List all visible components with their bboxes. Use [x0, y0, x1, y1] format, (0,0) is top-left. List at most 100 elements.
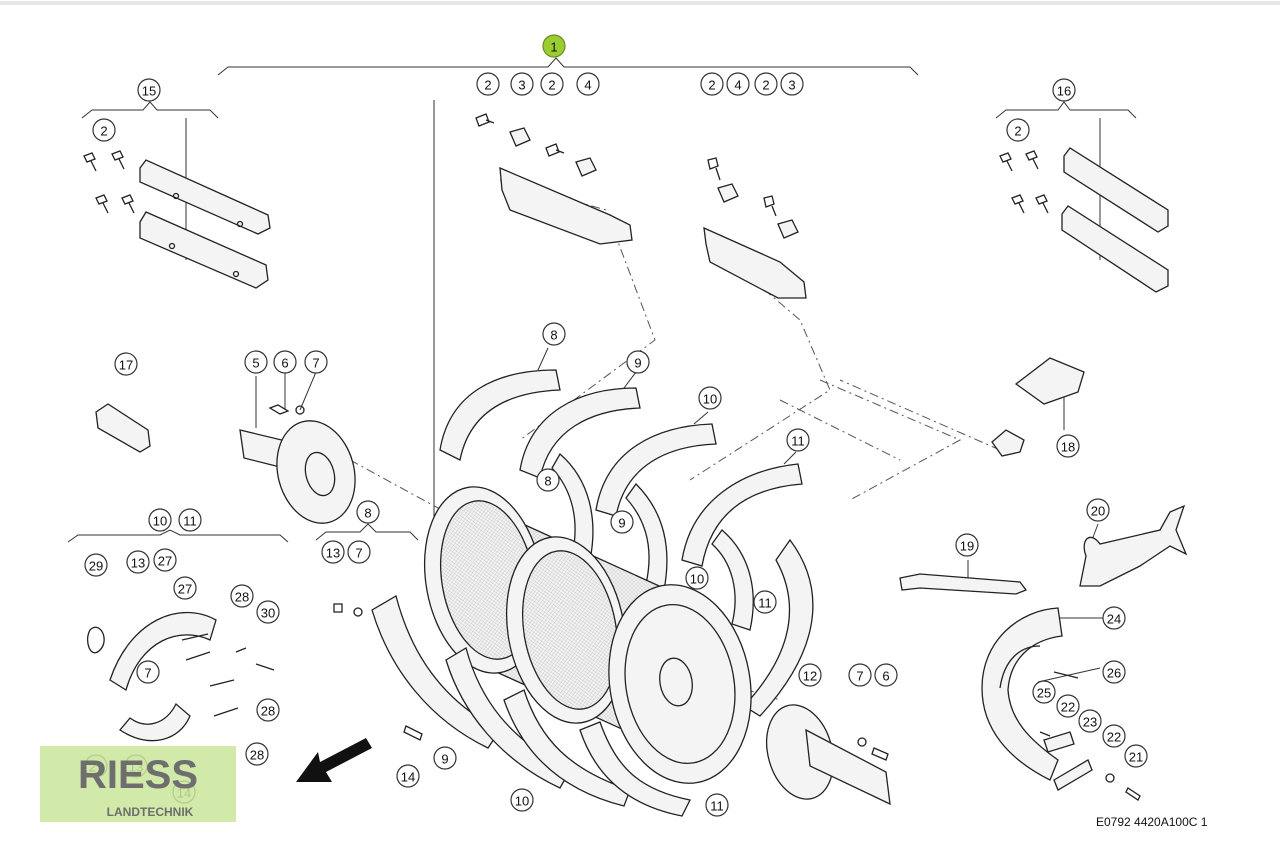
callout-24: 24	[1102, 606, 1126, 630]
callout-label: 1	[550, 40, 557, 55]
callout-label: 10	[153, 514, 167, 529]
callout-label: 11	[710, 799, 724, 814]
callout-label: 8	[544, 474, 551, 489]
callout-9: 9	[433, 746, 457, 770]
reference-code: E0792 4420A100C 1	[1096, 815, 1208, 829]
guide-plates-15	[139, 159, 271, 289]
callout-label: 12	[803, 669, 817, 684]
callout-11: 11	[786, 428, 810, 452]
callout-7: 7	[304, 350, 328, 374]
fasteners-21-28	[1039, 671, 1141, 801]
callout-label: 16	[1057, 84, 1071, 99]
callout-28: 28	[256, 698, 280, 722]
callout-17: 17	[114, 352, 138, 376]
callout-4: 4	[726, 72, 750, 96]
callout-10: 10	[698, 386, 722, 410]
callout-10: 10	[510, 788, 534, 812]
callout-label: 6	[882, 669, 889, 684]
callout-label: 4	[734, 78, 741, 93]
callout-label: 5	[252, 356, 259, 371]
callout-2: 2	[92, 118, 116, 142]
callout-label: 4	[584, 78, 591, 93]
callout-9: 9	[626, 350, 650, 374]
callout-14: 14	[396, 764, 420, 788]
callout-8: 8	[536, 468, 560, 492]
bracket-assembly-1	[217, 57, 919, 76]
callout-3: 3	[780, 72, 804, 96]
callout-label: 22	[1061, 700, 1075, 715]
callout-22: 22	[1056, 694, 1080, 718]
callout-label: 29	[89, 559, 103, 574]
callout-10: 10	[148, 508, 172, 532]
callout-label: 9	[441, 752, 448, 767]
callout-19: 19	[955, 533, 979, 557]
callout-2: 2	[754, 72, 778, 96]
sprocket-detail-left	[86, 611, 275, 742]
tool-19	[899, 573, 1028, 595]
callout-11: 11	[705, 793, 729, 817]
callout-label: 9	[634, 356, 641, 371]
callout-label: 23	[1083, 715, 1097, 730]
callout-15: 15	[137, 78, 161, 102]
callout-10: 10	[685, 566, 709, 590]
callout-label: 2	[484, 78, 491, 93]
callout-label: 15	[142, 84, 156, 99]
callout-6: 6	[273, 350, 297, 374]
callout-7: 7	[347, 540, 371, 564]
callout-label: 10	[703, 392, 717, 407]
callout-label: 28	[250, 748, 264, 763]
bracket-8	[315, 523, 419, 541]
callout-7: 7	[136, 660, 160, 684]
callout-label: 8	[550, 328, 557, 343]
callout-label: 30	[261, 606, 275, 621]
callout-20: 20	[1086, 498, 1110, 522]
callout-26: 26	[1102, 660, 1126, 684]
callout-28: 28	[230, 584, 254, 608]
callout-2: 2	[1006, 118, 1030, 142]
callout-label: 10	[690, 572, 704, 587]
callout-label: 25	[1037, 686, 1051, 701]
drum-assembly	[423, 486, 752, 784]
callout-label: 26	[1107, 666, 1121, 681]
callout-9: 9	[610, 510, 634, 534]
callout-13: 13	[126, 550, 150, 574]
callout-11: 11	[178, 508, 202, 532]
callout-2: 2	[540, 72, 564, 96]
stub-axle-right	[766, 704, 891, 806]
callout-label: 3	[518, 78, 525, 93]
callout-label: 18	[1061, 440, 1075, 455]
callout-22: 22	[1102, 724, 1126, 748]
callout-8: 8	[542, 322, 566, 346]
callout-label: 17	[119, 358, 133, 373]
riess-logo: RIESS LANDTECHNIK	[40, 746, 236, 822]
callout-6: 6	[874, 663, 898, 687]
callout-4: 4	[576, 72, 600, 96]
callout-label: 2	[100, 124, 107, 139]
leader-lines	[185, 100, 1108, 683]
callout-11: 11	[753, 590, 777, 614]
callout-18: 18	[1056, 434, 1080, 458]
guide-plates-16	[1061, 147, 1169, 293]
callout-label: 2	[1014, 124, 1021, 139]
callout-label: 19	[960, 539, 974, 554]
callout-30: 30	[256, 600, 280, 624]
callout-label: 21	[1129, 750, 1143, 765]
callout-1: 1	[542, 34, 566, 58]
callout-16: 16	[1052, 78, 1076, 102]
bolts-14	[333, 603, 423, 741]
callout-label: 2	[548, 78, 555, 93]
callout-label: 24	[1107, 612, 1121, 627]
callout-label: 27	[178, 582, 192, 597]
bracket-15	[81, 101, 219, 119]
callout-label: 2	[708, 78, 715, 93]
brackets	[67, 57, 1137, 543]
callout-8: 8	[356, 500, 380, 524]
top-fasteners	[475, 113, 807, 299]
guard-24	[981, 607, 1063, 781]
logo-line-1: RIESS	[78, 753, 198, 797]
callout-2: 2	[700, 72, 724, 96]
callout-label: 20	[1091, 504, 1105, 519]
callout-label: 11	[791, 434, 805, 449]
callout-label: 22	[1107, 730, 1121, 745]
callout-7: 7	[848, 663, 872, 687]
